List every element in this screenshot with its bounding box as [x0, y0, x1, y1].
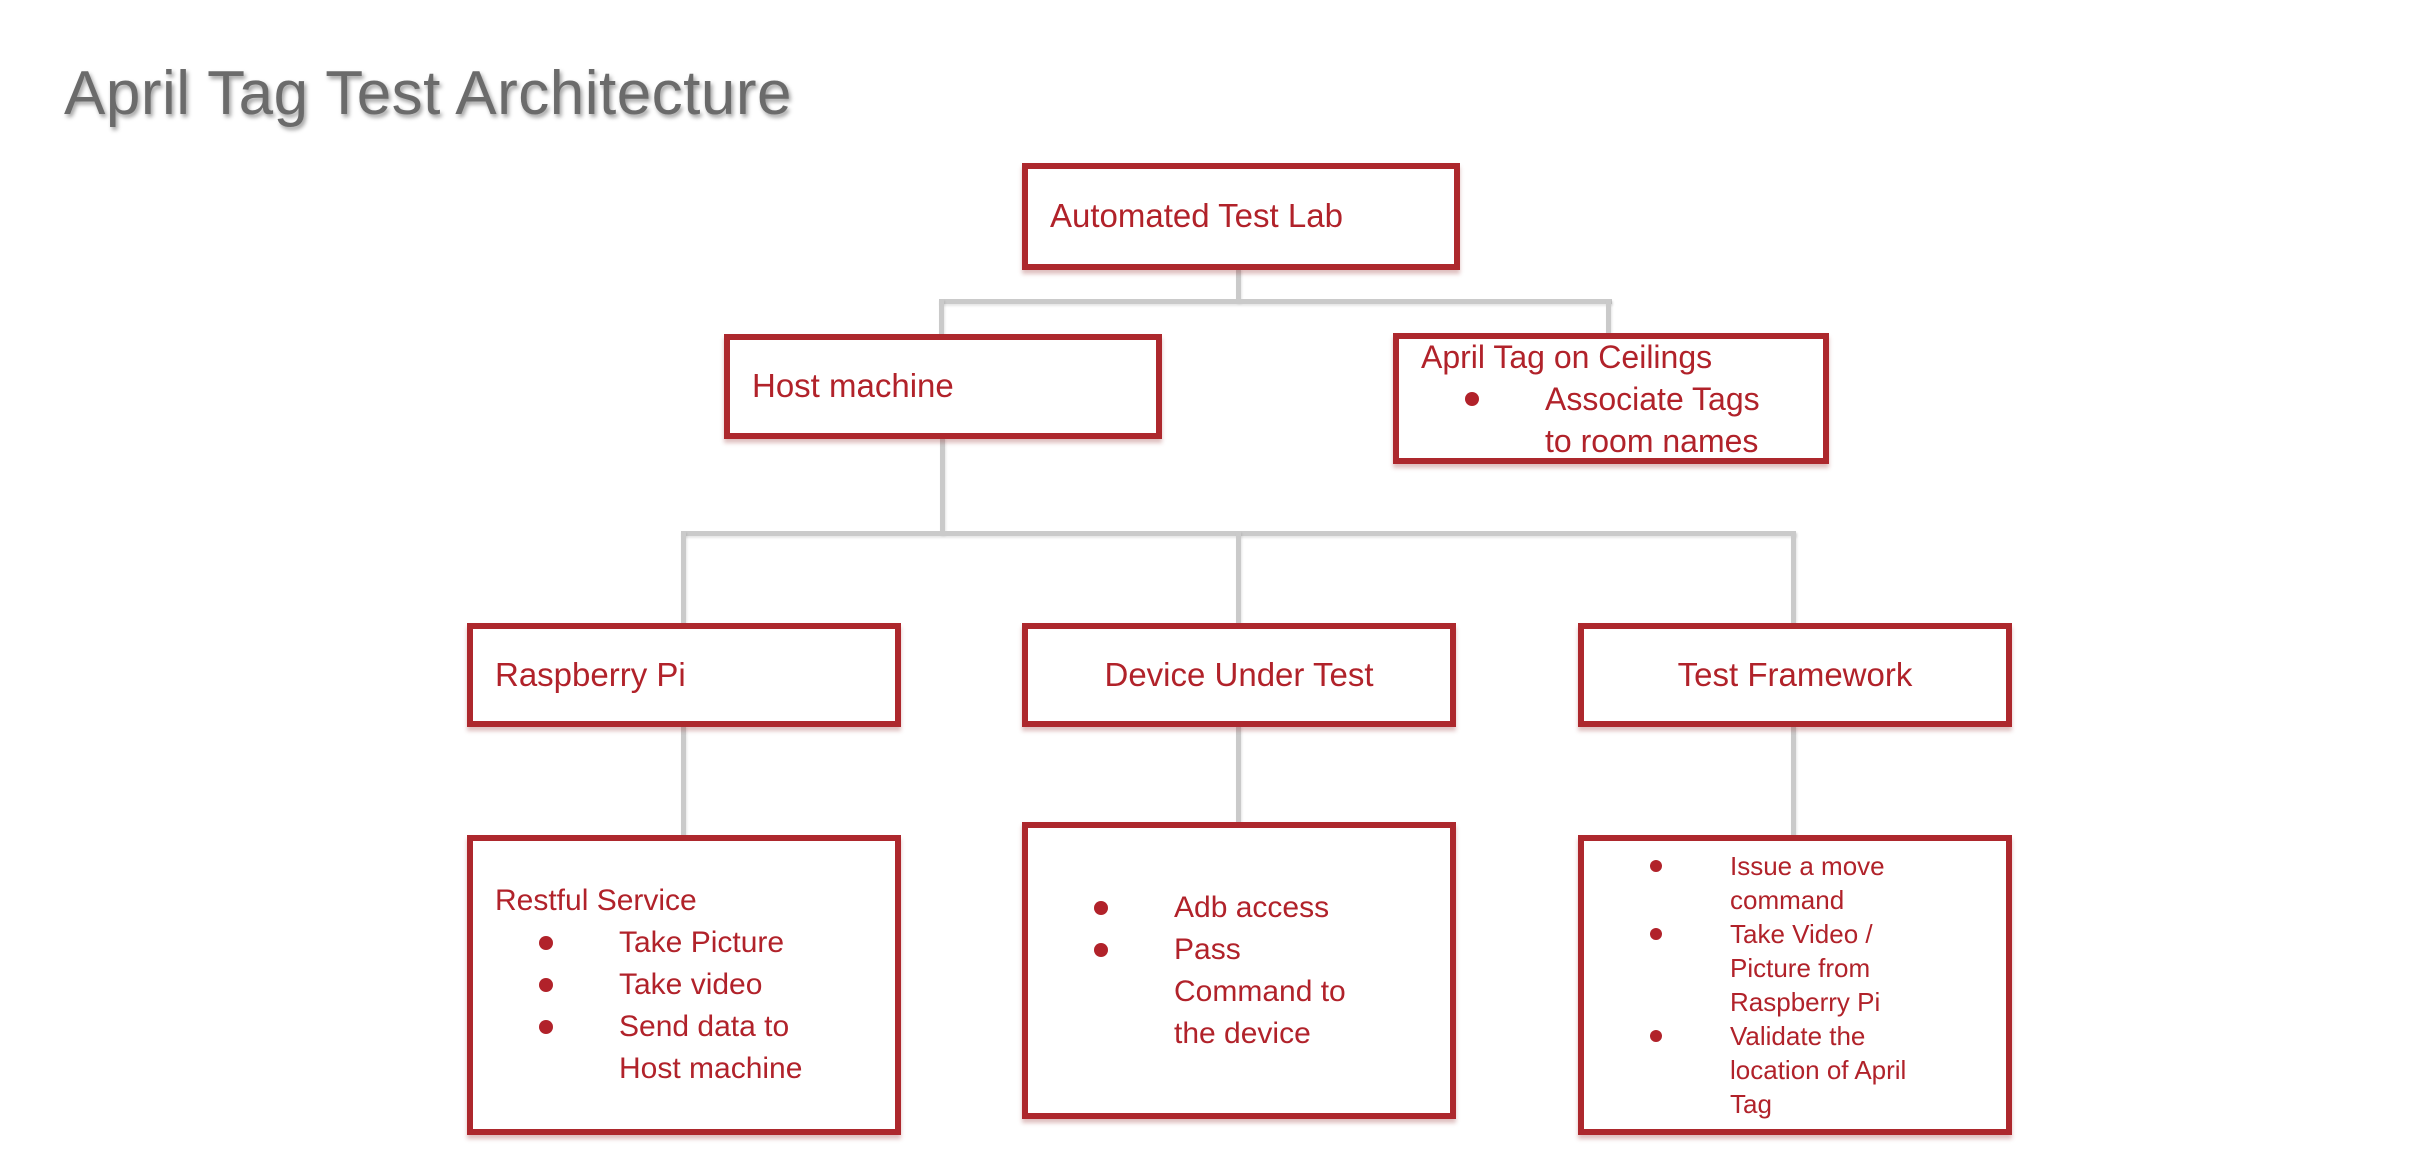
- node-raspberry-pi[interactable]: Raspberry Pi: [467, 623, 901, 727]
- node-label: Host machine: [752, 367, 954, 405]
- node-heading: April Tag on Ceilings: [1421, 338, 1713, 375]
- bullet-list: Issue a move command Take Video / Pictur…: [1584, 849, 2006, 1121]
- bullet-item: Pass Command to the device: [1028, 929, 1450, 1055]
- bullet-item: Issue a move command: [1584, 849, 2006, 917]
- node-heading: Restful Service: [495, 884, 697, 917]
- connector-raspberry-pi-details: [681, 725, 686, 837]
- bullet-item: Adb access: [1028, 887, 1450, 929]
- node-automated-test-lab[interactable]: Automated Test Lab: [1022, 163, 1460, 270]
- connector-drop-host-machine: [939, 299, 944, 337]
- connector-host-down: [940, 437, 945, 534]
- bullet-list: Adb access Pass Command to the device: [1028, 887, 1450, 1055]
- node-host-machine[interactable]: Host machine: [724, 334, 1162, 439]
- node-label: Raspberry Pi: [495, 655, 686, 693]
- node-label: Device Under Test: [1104, 655, 1374, 693]
- connector-drop-test-framework: [1791, 531, 1796, 626]
- connector-device-details: [1236, 725, 1241, 824]
- node-label: Automated Test Lab: [1050, 197, 1343, 235]
- node-april-tag-on-ceilings[interactable]: April Tag on Ceilings Associate Tags to …: [1393, 333, 1829, 464]
- node-restful-service-details[interactable]: Restful Service Take Picture Take video …: [467, 835, 901, 1135]
- node-device-under-test-details[interactable]: Adb access Pass Command to the device: [1022, 822, 1456, 1119]
- bullet-item: Validate the location of April Tag: [1584, 1019, 2006, 1121]
- bullet-item: Take Video / Picture from Raspberry Pi: [1584, 917, 2006, 1019]
- connector-drop-raspberry-pi: [681, 531, 686, 626]
- bullet-item: Take Picture: [473, 922, 895, 964]
- node-device-under-test[interactable]: Device Under Test: [1022, 623, 1456, 727]
- node-label: Test Framework: [1677, 655, 1913, 693]
- node-test-framework[interactable]: Test Framework: [1578, 623, 2012, 727]
- page-title[interactable]: April Tag Test Architecture: [64, 59, 793, 128]
- connector-drop-device-under-test: [1236, 531, 1241, 626]
- bullet-list: Associate Tags to room names: [1399, 378, 1823, 462]
- bullet-item: Associate Tags to room names: [1399, 378, 1823, 462]
- node-test-framework-details[interactable]: Issue a move command Take Video / Pictur…: [1578, 835, 2012, 1135]
- bullet-item: Take video: [473, 964, 895, 1006]
- connector-drop-april-tag: [1606, 299, 1611, 336]
- connector-testlab-down: [1236, 268, 1241, 302]
- connector-level1-horizontal: [939, 299, 1612, 304]
- connector-framework-details: [1791, 725, 1796, 837]
- bullet-list: Take Picture Take video Send data to Hos…: [473, 922, 895, 1090]
- bullet-item: Send data to Host machine: [473, 1006, 895, 1090]
